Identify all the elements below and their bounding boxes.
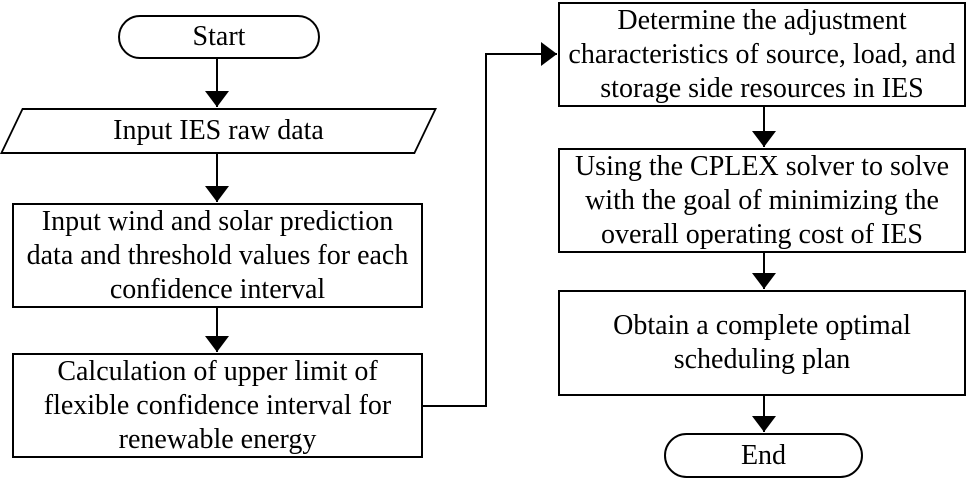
process-box-cplex-solver: Using the CPLEX solver to solve with the… — [558, 148, 966, 253]
process-box-determine-adjustment: Determine the adjustment characteristics… — [558, 2, 966, 107]
calc-upper-limit-line: Calculation of upper limit of — [57, 355, 378, 387]
determine-adjustment-line: characteristics of source, load, and — [568, 38, 956, 70]
obtain-plan-line: Obtain a complete optimal — [613, 310, 911, 341]
cplex-solver-line: with the goal of minimizing the — [585, 184, 939, 216]
input-raw-data-label: Input IES raw data — [113, 115, 324, 146]
start-label: Start — [192, 21, 246, 52]
calc-upper-limit-line: flexible confidence interval for — [43, 389, 392, 421]
determine-adjustment-line: Determine the adjustment — [617, 4, 907, 36]
input-prediction-line: Input wind and solar prediction — [41, 205, 394, 237]
end-label: End — [740, 439, 787, 471]
process-box-input-prediction: Input wind and solar prediction data and… — [12, 203, 423, 308]
connector-calc-to-determine — [423, 42, 557, 407]
process-box-obtain-plan: Obtain a complete optimal scheduling pla… — [558, 290, 966, 396]
cplex-solver-line: overall operating cost of IES — [601, 218, 923, 250]
io-parallelogram-node: Input IES raw data — [0, 108, 437, 154]
obtain-plan-line: scheduling plan — [673, 344, 851, 375]
cplex-solver-line: Using the CPLEX solver to solve — [574, 150, 950, 182]
input-prediction-line: data and threshold values for each — [26, 239, 409, 271]
end-terminator-node: End — [664, 433, 863, 478]
process-box-calc-upper-limit: Calculation of upper limit of flexible c… — [12, 353, 423, 458]
input-prediction-line: confidence interval — [109, 273, 326, 305]
calc-upper-limit-line: renewable energy — [118, 423, 317, 455]
determine-adjustment-line: storage side resources in IES — [600, 72, 924, 104]
start-terminator-node: Start — [118, 15, 320, 59]
